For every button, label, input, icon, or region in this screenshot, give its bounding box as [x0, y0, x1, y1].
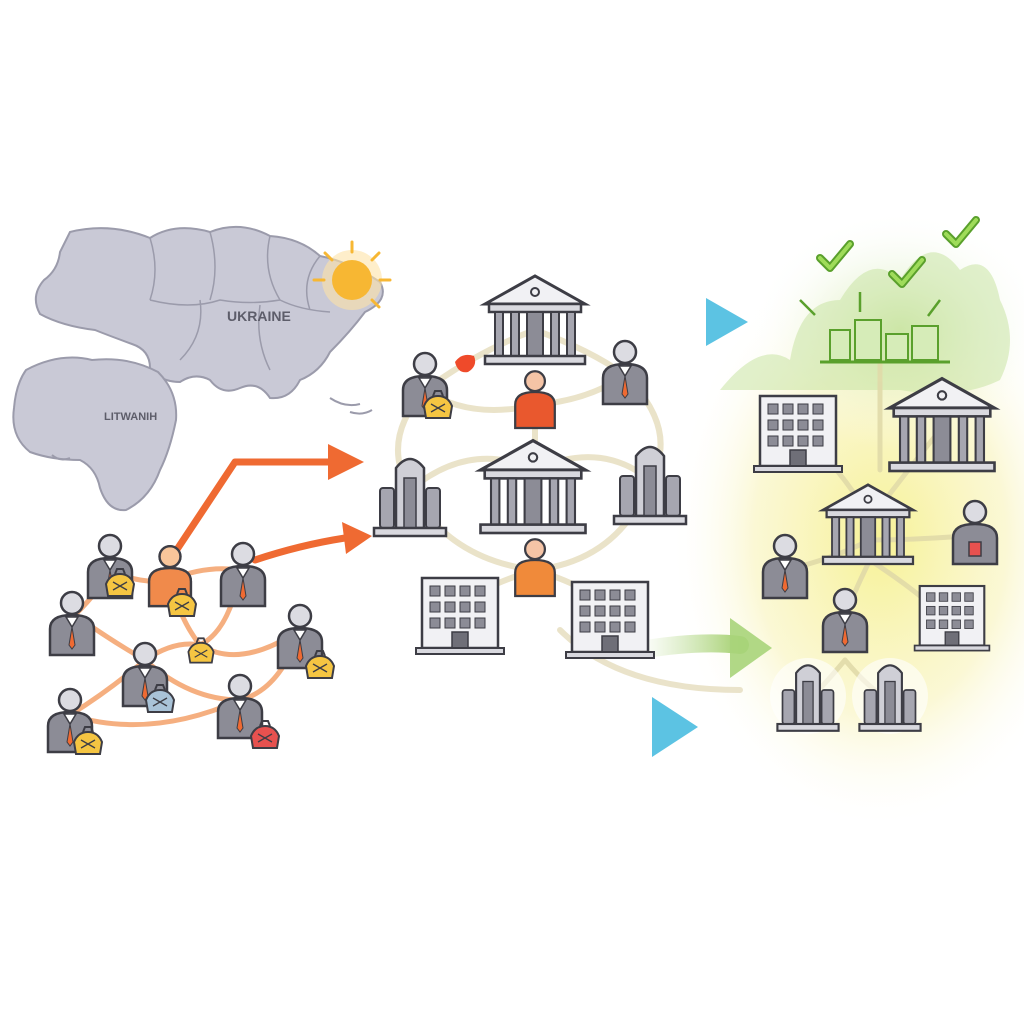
center-institutions	[372, 274, 688, 660]
right-outcome	[752, 220, 999, 734]
office-building-icon	[752, 394, 844, 474]
map-label-lithuania: LITWANIH	[104, 411, 157, 423]
blue-arrow-lower	[338, 697, 698, 757]
office-building-icon	[564, 580, 656, 660]
green-arrow	[631, 618, 772, 678]
orange-arrow-upper	[167, 444, 364, 562]
person-icon	[219, 541, 267, 608]
person-icon	[514, 538, 556, 598]
europe-map: UKRAINE LITWANIH	[12, 225, 384, 512]
orange-arrow-lower	[251, 522, 372, 564]
monument-icon	[612, 445, 688, 526]
person-icon	[601, 339, 649, 406]
bank-building-icon	[478, 439, 588, 535]
left-people-network	[46, 533, 335, 755]
office-building-icon	[913, 584, 991, 652]
bank-building-icon	[483, 274, 587, 366]
map-label-ukraine: UKRAINE	[227, 308, 291, 324]
sun-icon	[312, 240, 392, 310]
map-region-ukraine	[34, 225, 384, 400]
map-region-lithuania	[12, 356, 178, 512]
flag-marker	[455, 354, 476, 373]
office-building-icon	[414, 576, 506, 656]
person-icon	[514, 370, 556, 430]
blue-arrow-upper	[590, 298, 748, 346]
green-city-icon	[799, 292, 950, 364]
map-borders	[149, 231, 331, 371]
person-icon	[951, 499, 999, 566]
